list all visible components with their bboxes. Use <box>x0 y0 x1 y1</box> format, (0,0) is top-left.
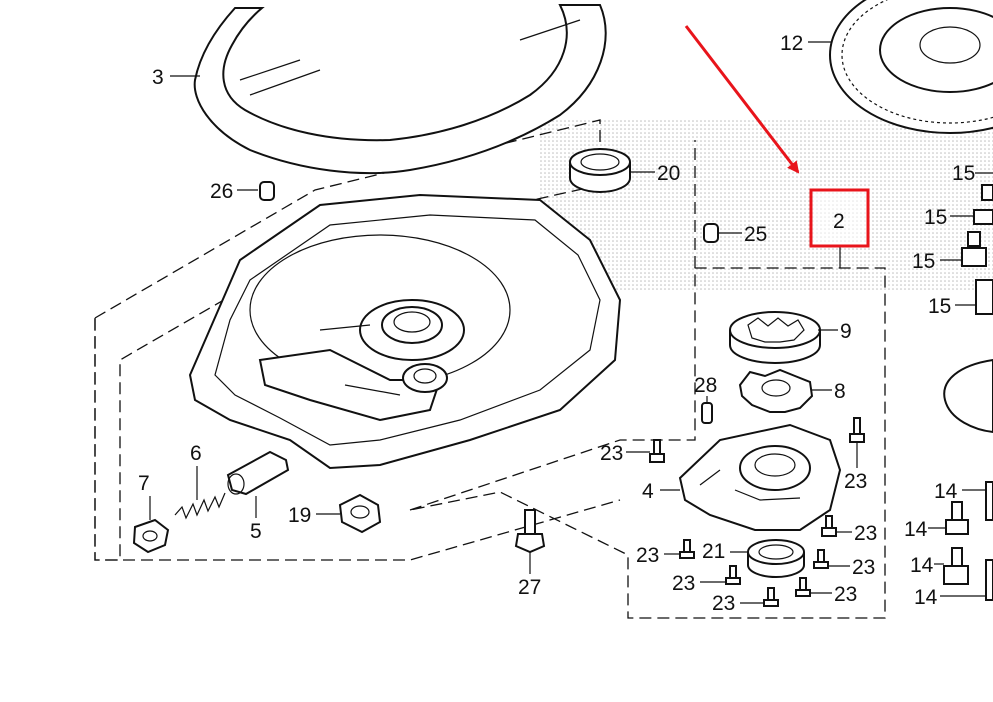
gasket-part-3 <box>193 4 607 175</box>
label-9: 9 <box>840 320 852 343</box>
bolt-23h <box>763 587 779 607</box>
outer-rotor-part-9 <box>729 311 821 364</box>
bolts-part-23 <box>649 417 865 607</box>
label-3: 3 <box>152 66 164 89</box>
label-7: 7 <box>138 472 150 495</box>
label-14b: 14 <box>904 518 928 541</box>
label-12: 12 <box>780 32 803 55</box>
bolt-23a <box>649 439 665 463</box>
label-19: 19 <box>288 504 311 527</box>
label-15a: 15 <box>952 162 975 185</box>
label-4: 4 <box>642 480 654 503</box>
seal-part-21 <box>747 539 805 578</box>
label-23c: 23 <box>854 522 877 545</box>
highlight-callout: 2 <box>684 25 870 248</box>
spring-part-6 <box>174 492 226 520</box>
seal-part-20 <box>569 148 631 193</box>
label-23d: 23 <box>636 544 659 567</box>
label-23g: 23 <box>834 583 857 606</box>
label-21: 21 <box>702 540 725 563</box>
bolt-23e <box>813 549 829 569</box>
pin-part-25 <box>703 223 719 243</box>
dowel-part-26 <box>259 181 275 201</box>
label-14d: 14 <box>914 586 938 609</box>
pump-body-part-4 <box>678 423 842 531</box>
bolt-part-27 <box>514 509 546 554</box>
label-28: 28 <box>694 374 717 397</box>
inner-rotor-part-8 <box>738 368 814 413</box>
label-15c: 15 <box>912 250 935 273</box>
bolt-23b <box>849 417 865 443</box>
label-14a: 14 <box>934 480 958 503</box>
flange-part <box>943 358 993 434</box>
leader-lines <box>149 41 993 604</box>
bolt-part-19 <box>338 493 382 534</box>
label-23h: 23 <box>712 592 735 615</box>
bolt-23g <box>795 577 811 597</box>
label-2: 2 <box>833 210 845 233</box>
part-labels: 3 12 20 26 25 9 8 28 23 23 4 7 6 5 19 27… <box>138 32 975 615</box>
label-25: 25 <box>744 223 767 246</box>
label-8: 8 <box>834 380 846 403</box>
label-23a: 23 <box>600 442 623 465</box>
transmission-case <box>188 193 622 470</box>
label-23e: 23 <box>852 556 875 579</box>
label-23b: 23 <box>844 470 867 493</box>
highlight-box <box>809 188 870 248</box>
label-14c: 14 <box>910 554 934 577</box>
label-15b: 15 <box>924 206 947 229</box>
label-26: 26 <box>210 180 233 203</box>
label-27: 27 <box>518 576 541 599</box>
valve-part-5 <box>226 450 290 496</box>
plug-part-7 <box>132 518 170 554</box>
label-6: 6 <box>190 442 202 465</box>
pin-part-28 <box>701 402 713 424</box>
flywheel-part-12 <box>829 0 993 134</box>
bolts-part-14 <box>943 481 993 601</box>
bolt-23c <box>821 515 837 537</box>
bolt-23f <box>725 565 741 585</box>
watermark <box>540 120 993 290</box>
highlight-arrow <box>684 25 800 174</box>
label-23f: 23 <box>672 572 695 595</box>
label-20: 20 <box>657 162 680 185</box>
label-15d: 15 <box>928 295 951 318</box>
bolts-part-15 <box>961 184 993 315</box>
bolt-23d <box>679 539 695 559</box>
label-5: 5 <box>250 520 262 543</box>
